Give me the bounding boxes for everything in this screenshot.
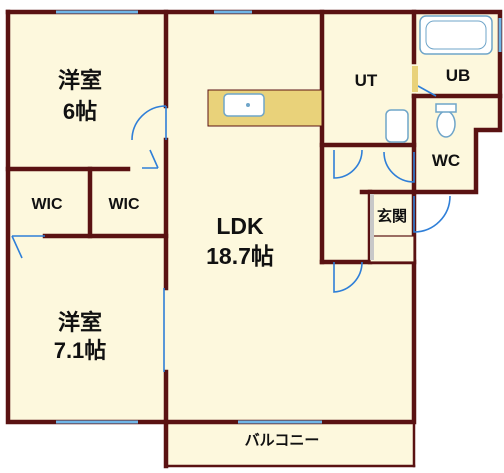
- doors: [11, 85, 451, 372]
- entrance-sill: [370, 194, 374, 260]
- door-room1-small[interactable]: [142, 149, 159, 169]
- washer-outlet: [412, 66, 418, 92]
- label-entrance: 玄関: [377, 207, 407, 225]
- entrance-step: [369, 235, 415, 263]
- bathtub-inner: [425, 20, 487, 50]
- door-entrance[interactable]: [413, 195, 451, 233]
- label-ldk-size: 18.7帖: [206, 243, 274, 269]
- room-labels: 洋室 6帖 WIC WIC 洋室 7.1帖 LDK 18.7帖 UT UB WC…: [31, 66, 470, 449]
- floor-western-room-1: [8, 12, 166, 169]
- toilet-tank: [435, 103, 457, 113]
- label-wic-left: WIC: [31, 196, 63, 213]
- door-wic-left[interactable]: [11, 235, 45, 259]
- door-room1[interactable]: [131, 105, 167, 141]
- label-western-room-2-size: 7.1帖: [54, 338, 107, 363]
- label-ldk-name: LDK: [216, 213, 264, 239]
- windows: [56, 10, 502, 424]
- label-ub: UB: [446, 66, 471, 85]
- door-ldk-hall[interactable]: [333, 261, 363, 293]
- toilet-bowl: [436, 110, 456, 138]
- floor-wic-right: [90, 169, 166, 236]
- floor-balcony: [166, 422, 414, 466]
- floor-western-room-2: [8, 236, 166, 422]
- stove-icon: [246, 103, 250, 107]
- floor-wc: [414, 96, 500, 192]
- fixtures: [207, 15, 493, 263]
- label-ut: UT: [355, 71, 378, 90]
- door-wc[interactable]: [383, 151, 415, 183]
- bathtub: [419, 15, 493, 55]
- kitchen-sink: [223, 93, 265, 117]
- label-western-room-1-size: 6帖: [63, 99, 97, 124]
- door-ut[interactable]: [333, 149, 363, 179]
- label-western-room-1-name: 洋室: [58, 68, 102, 93]
- label-wc: WC: [432, 151, 460, 170]
- label-wic-right: WIC: [108, 196, 140, 213]
- floor-wic-left: [8, 169, 90, 236]
- door-ub[interactable]: [417, 85, 437, 97]
- label-western-room-2-name: 洋室: [58, 310, 102, 335]
- washbasin: [385, 109, 409, 143]
- label-balcony: バルコニー: [245, 432, 320, 449]
